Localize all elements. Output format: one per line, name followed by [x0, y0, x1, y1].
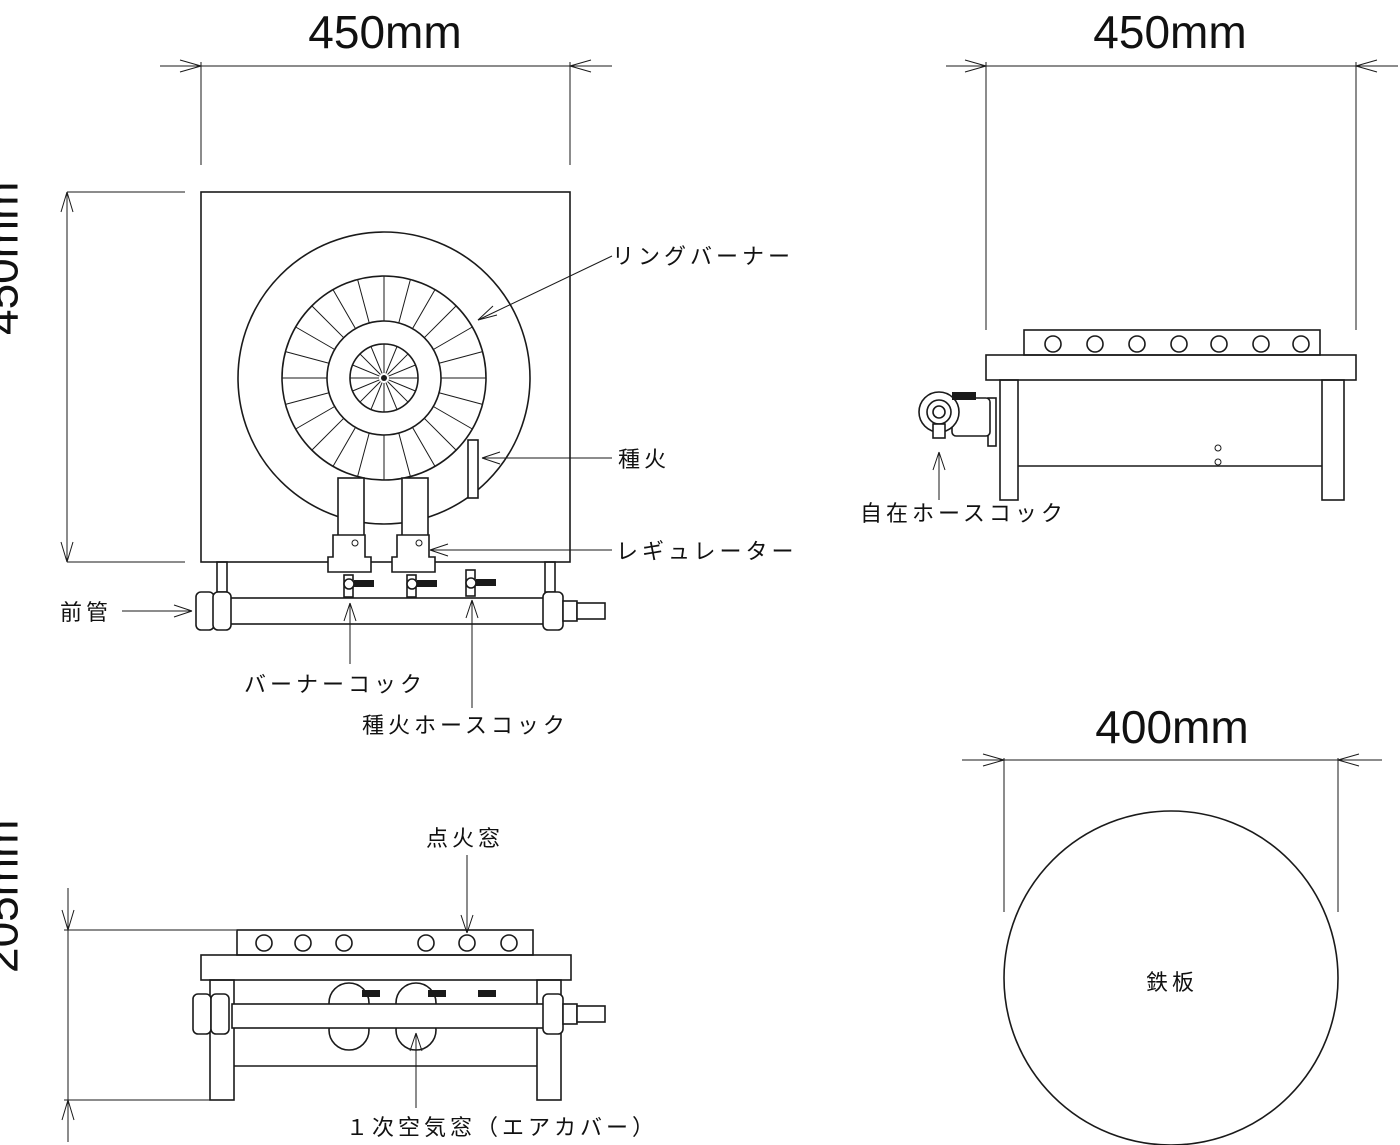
- side-view: 450mm 自在ホースコック: [860, 6, 1398, 527]
- burner-neck-right: [401, 477, 429, 539]
- side-view-top-plate-box: [1023, 329, 1321, 356]
- top-view-depth-dimension: 450mm: [0, 182, 185, 563]
- side-view-width-dimension: 450mm: [946, 6, 1398, 330]
- iron-plate-view: 400mm 鉄板: [962, 701, 1382, 1145]
- primary-air-window-label: １次空気窓（エアカバー）: [346, 1116, 658, 1141]
- front-pipe-label: 前管: [60, 601, 112, 626]
- front-view-frame: [200, 954, 572, 981]
- front-view-height-label: 205mm: [0, 820, 27, 973]
- pilot-burner-plate: [467, 439, 479, 499]
- front-pipe: [195, 591, 606, 631]
- top-view-width-label: 450mm: [308, 6, 461, 58]
- front-view-top-plate-box: [236, 929, 534, 956]
- top-view-body: [200, 191, 571, 563]
- side-view-frame: [985, 354, 1357, 381]
- pilot-hose-cock: [465, 569, 496, 597]
- top-view-depth-label: 450mm: [0, 182, 27, 335]
- top-view-width-dimension: 450mm: [160, 6, 612, 165]
- ring-burner-outer-circle: [237, 231, 531, 525]
- iron-plate-diameter-label: 400mm: [1095, 701, 1248, 753]
- free-hose-cock: [918, 391, 997, 447]
- ignition-window-label: 点火窓: [426, 827, 504, 852]
- regulator-label: レギュレーター: [616, 540, 798, 565]
- front-view: 205mm 点火窓: [0, 820, 658, 1142]
- pilot-flame-label: 種火: [618, 448, 670, 473]
- regulator-left: [327, 534, 372, 573]
- front-view-front-pipe: [192, 993, 606, 1035]
- side-view-width-label: 450mm: [1093, 6, 1246, 58]
- burner-neck-left: [337, 477, 365, 539]
- free-hose-cock-label: 自在ホースコック: [860, 502, 1067, 527]
- front-view-height-dimension: 205mm: [0, 820, 236, 1142]
- burner-cock-label: バーナーコック: [244, 673, 426, 698]
- burner-cock-left: [343, 574, 374, 598]
- pilot-hose-cock-label: 種火ホースコック: [362, 714, 569, 739]
- burner-cock-right: [406, 574, 437, 598]
- regulator-right: [391, 534, 436, 573]
- iron-plate-diameter-dimension: 400mm: [962, 701, 1382, 912]
- top-view: 450mm 450mm: [0, 6, 798, 739]
- iron-plate-label: 鉄板: [1146, 971, 1198, 996]
- iron-plate-circle: [1003, 810, 1339, 1145]
- ring-burner-label: リングバーナー: [612, 245, 794, 270]
